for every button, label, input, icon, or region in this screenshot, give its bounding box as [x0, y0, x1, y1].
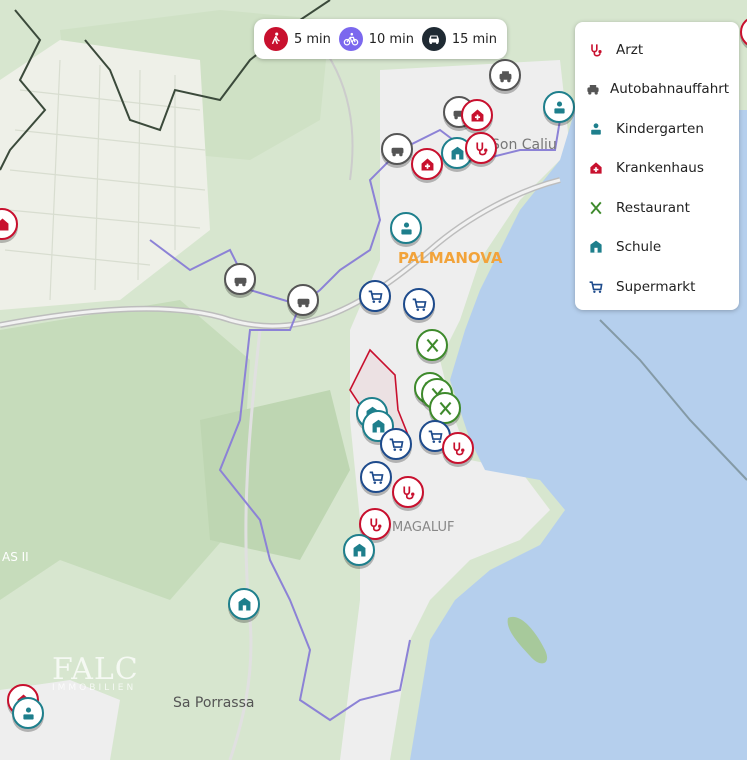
kindergarten-icon: [400, 222, 412, 234]
label-son-caliu: Son Caliu: [491, 137, 557, 153]
marker-kindergarten[interactable]: [390, 212, 422, 244]
school-icon: [353, 543, 365, 556]
marker-hospital[interactable]: [461, 99, 493, 131]
marker-supermarket[interactable]: [380, 428, 412, 460]
marker-highway-ramp[interactable]: [287, 284, 319, 316]
legend-item-schule[interactable]: Schule: [585, 228, 729, 268]
restaurant-icon: [426, 338, 438, 352]
marker-doctor[interactable]: [392, 476, 424, 508]
restaurant-icon: [585, 200, 607, 216]
cart-icon: [369, 471, 383, 484]
watermark-brand: FALC: [52, 652, 139, 687]
highway-ramp-icon: [391, 147, 403, 156]
stethoscope-icon: [402, 486, 414, 499]
highway-ramp-icon: [234, 277, 246, 286]
mode-walk-label: 5 min: [293, 31, 331, 47]
school-icon: [585, 239, 607, 255]
legend-label: Kindergarten: [616, 120, 704, 137]
mode-bike[interactable]: 10 min: [338, 27, 414, 51]
legend-item-autobahnauffahrt[interactable]: Autobahnauffahrt: [585, 70, 729, 110]
marker-school[interactable]: [228, 588, 260, 620]
kindergarten-icon: [22, 707, 34, 719]
school-icon: [372, 419, 384, 432]
mode-walk[interactable]: 5 min: [263, 27, 331, 51]
marker-restaurant[interactable]: [416, 329, 448, 361]
legend-label: Supermarkt: [616, 278, 696, 295]
stethoscope-icon: [369, 518, 381, 531]
school-icon: [451, 146, 463, 159]
marker-kindergarten[interactable]: [543, 91, 575, 123]
marker-supermarket[interactable]: [360, 461, 392, 493]
legend-label: Schule: [616, 239, 662, 256]
marker-kindergarten[interactable]: [12, 697, 44, 729]
mode-bike-label: 10 min: [368, 31, 414, 47]
label-sa-porrassa: Sa Porrassa: [173, 695, 255, 711]
legend-item-kindergarten[interactable]: Kindergarten: [585, 109, 729, 149]
legend-label: Krankenhaus: [616, 160, 704, 177]
legend-item-krankenhaus[interactable]: Krankenhaus: [585, 149, 729, 189]
hospital-icon: [0, 218, 8, 230]
legend-label: Arzt: [616, 41, 644, 58]
legend-label: Restaurant: [616, 199, 690, 216]
poi-legend: Arzt Autobahnauffahrt Kindergarten Krank…: [575, 22, 739, 310]
stethoscope-icon: [452, 442, 464, 455]
marker-supermarket[interactable]: [403, 288, 435, 320]
kindergarten-icon: [585, 121, 607, 137]
cart-icon: [585, 279, 607, 295]
marker-supermarket[interactable]: [359, 280, 391, 312]
highway-ramp-icon: [585, 81, 601, 97]
marker-doctor[interactable]: [465, 132, 497, 164]
cart-icon: [412, 298, 426, 311]
marker-highway-ramp[interactable]: [381, 133, 413, 165]
school-icon: [238, 597, 250, 610]
marker-doctor[interactable]: [442, 432, 474, 464]
restaurant-icon: [439, 401, 451, 415]
label-magaluf: MAGALUF: [392, 520, 455, 535]
marker-hospital[interactable]: [411, 148, 443, 180]
hospital-icon: [585, 160, 607, 176]
walk-icon: [263, 27, 288, 51]
hospital-icon: [421, 158, 433, 170]
mode-car[interactable]: 15 min: [421, 27, 498, 51]
label-palmanova: PALMANOVA: [398, 249, 503, 267]
marker-highway-ramp[interactable]: [489, 59, 521, 91]
car-icon: [421, 27, 446, 51]
legend-item-arzt[interactable]: Arzt: [585, 30, 729, 70]
mode-car-label: 15 min: [451, 31, 498, 47]
marker-highway-ramp[interactable]: [224, 263, 256, 295]
highway-ramp-icon: [297, 298, 309, 307]
stethoscope-icon: [475, 142, 487, 155]
stethoscope-icon: [585, 42, 607, 58]
hospital-icon: [471, 109, 483, 121]
kindergarten-icon: [553, 101, 565, 113]
legend-label: Autobahnauffahrt: [610, 81, 730, 98]
bike-icon: [338, 27, 363, 51]
falc-watermark: FALC IMMOBILIEN: [52, 652, 139, 693]
cart-icon: [428, 430, 442, 443]
legend-item-restaurant[interactable]: Restaurant: [585, 188, 729, 228]
label-edge: AS II: [2, 550, 29, 564]
highway-ramp-icon: [499, 70, 511, 82]
watermark-sub: IMMOBILIEN: [52, 683, 137, 693]
legend-item-supermarkt[interactable]: Supermarkt: [585, 267, 729, 307]
cart-icon: [368, 290, 382, 303]
marker-school[interactable]: [343, 534, 375, 566]
cart-icon: [389, 438, 403, 451]
travel-time-selector[interactable]: 5 min 10 min 15 min: [254, 19, 507, 59]
